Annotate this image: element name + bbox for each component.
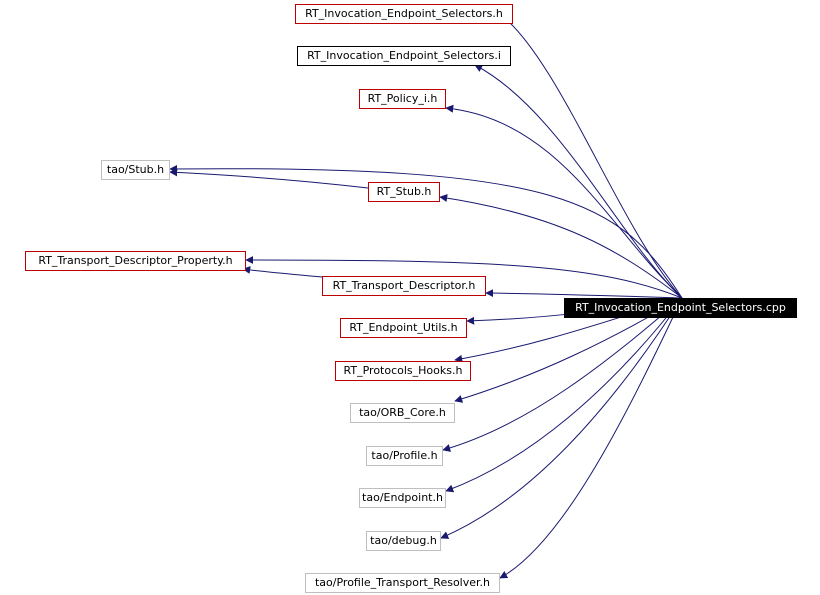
node-rt-invocation-endpoint-selectors-cpp[interactable]: RT_Invocation_Endpoint_Selectors.cpp (564, 298, 797, 318)
node-rt-transport-descriptor-h[interactable]: RT_Transport_Descriptor.h (322, 276, 486, 296)
edge-to-rt-stub-h (439, 194, 683, 299)
edge-to-rt-transport-descriptor-h (485, 289, 683, 299)
edge-to-tao-profile-h (442, 297, 683, 452)
node-tao-stub-h[interactable]: tao/Stub.h (101, 160, 170, 180)
node-rt-protocols-hooks-h[interactable]: RT_Protocols_Hooks.h (335, 361, 471, 381)
node-tao-profile-h[interactable]: tao/Profile.h (366, 446, 443, 466)
node-rt-invocation-endpoint-selectors-h[interactable]: RT_Invocation_Endpoint_Selectors.h (295, 4, 513, 24)
edge-to-tao-endpoint-h (445, 297, 683, 493)
node-tao-profile-transport-resolver-h[interactable]: tao/Profile_Transport_Resolver.h (305, 573, 500, 593)
node-tao-endpoint-h[interactable]: tao/Endpoint.h (359, 488, 446, 508)
node-rt-stub-h[interactable]: RT_Stub.h (368, 182, 440, 202)
edge-root-to-tao-stub-h (169, 164, 683, 299)
edge-rt-stub-to-tao-stub-h (169, 168, 369, 189)
node-tao-debug-h[interactable]: tao/debug.h (366, 531, 441, 551)
edge-to-rt-invocation-endpoint-selectors-i (474, 64, 683, 299)
node-tao-orb-core-h[interactable]: tao/ORB_Core.h (350, 403, 455, 423)
edge-rt-transport-descriptor-to-property-h (242, 266, 323, 278)
edge-to-rt-policy-i-h (445, 104, 683, 299)
edge-to-tao-debug-h (440, 297, 683, 539)
edge-root-to-rt-transport-descriptor-property-h (245, 256, 683, 299)
node-rt-transport-descriptor-property-h[interactable]: RT_Transport_Descriptor_Property.h (25, 251, 246, 271)
node-rt-invocation-endpoint-selectors-i[interactable]: RT_Invocation_Endpoint_Selectors.i (297, 46, 511, 66)
node-rt-endpoint-utils-h[interactable]: RT_Endpoint_Utils.h (340, 318, 467, 338)
edge-to-tao-profile-transport-resolver-h (499, 297, 683, 579)
edge-to-rt-invocation-endpoint-selectors-h (499, 13, 683, 299)
node-rt-policy-i-h[interactable]: RT_Policy_i.h (359, 89, 446, 109)
